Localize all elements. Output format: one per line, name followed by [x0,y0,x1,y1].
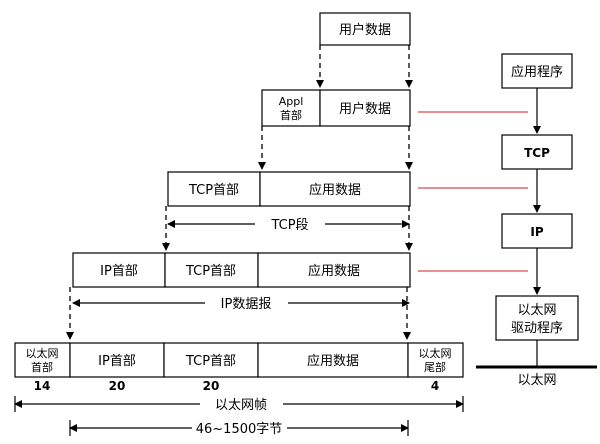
ethernet-frame-label: 以太网帧 [215,398,267,413]
tcp-row: TCP首部 应用数据 [167,171,411,207]
ip-header-label-eth: IP首部 [98,354,136,369]
stack-tcp-label: TCP [524,146,550,160]
size-eth-header: 14 [34,379,51,393]
stack-app-label: 应用程序 [511,64,563,80]
ethernet-row: 以太网 首部 IP首部 TCP首部 应用数据 以太网 尾部 [14,342,464,378]
ip-header-box-eth [69,342,165,378]
app-data-box-eth [257,342,409,378]
payload-span: 46~1500字节 [69,420,409,437]
stack-ip-label: IP [530,225,543,239]
layer-connectors [418,111,528,272]
tcp-header-box-ip [164,252,259,288]
tcp-header-box [167,171,261,207]
tcp-header-label-ip: TCP首部 [185,264,236,279]
ip-datagram-span: IP数据报 [72,297,410,312]
size-eth-trailer: 4 [431,379,439,393]
stack-ethernet-label: 以太网 [517,373,556,388]
eth-header-label-line1: 以太网 [26,347,59,360]
tcp-segment-span: TCP段 [167,218,410,233]
user-data-box [319,89,411,127]
tcp-header-box-eth [163,342,259,378]
payload-label: 46~1500字节 [196,422,283,437]
application-row: Appl 首部 用户数据 [261,89,411,127]
appl-header-box [261,89,321,127]
ethernet-frame-span: 以太网帧 [14,396,464,413]
eth-trailer-label-line2: 尾部 [424,360,446,374]
size-ip-header: 20 [109,379,126,393]
protocol-stack: 应用程序 TCP IP 以太网 驱动程序 以太网 [476,53,597,388]
ip-row: IP首部 TCP首部 应用数据 [72,252,411,288]
eth-trailer-box [407,342,464,378]
app-data-box-ip [257,252,411,288]
stack-ip-box [501,213,573,249]
size-tcp-header: 20 [203,379,220,393]
eth-trailer-label-line1: 以太网 [419,347,452,360]
ip-header-label: IP首部 [100,264,138,279]
stack-driver-box [495,295,579,341]
tcp-header-label-eth: TCP首部 [185,354,236,369]
user-data-label-top: 用户数据 [339,22,391,38]
app-data-box-tcp [259,171,411,207]
appl-header-label-line2: 首部 [280,108,302,122]
app-data-label-ip: 应用数据 [308,263,360,279]
tcp-header-label: TCP首部 [188,183,239,198]
ip-datagram-label: IP数据报 [221,297,272,312]
user-data-label: 用户数据 [339,101,391,117]
app-data-label-tcp: 应用数据 [309,182,361,198]
stack-driver-label-line1: 以太网 [517,303,556,318]
user-data-box-top [319,12,411,46]
eth-header-label-line2: 首部 [31,360,53,374]
stack-driver-label-line2: 驱动程序 [511,321,563,336]
tcp-segment-label: TCP段 [270,218,308,233]
user-data-row: 用户数据 [319,12,411,46]
stack-app-box [501,53,573,89]
appl-header-label-line1: Appl [279,95,304,108]
ip-header-box [72,252,166,288]
field-sizes: 14 20 20 4 [34,379,440,393]
app-data-label-eth: 应用数据 [307,353,359,369]
stack-tcp-box [501,134,573,170]
